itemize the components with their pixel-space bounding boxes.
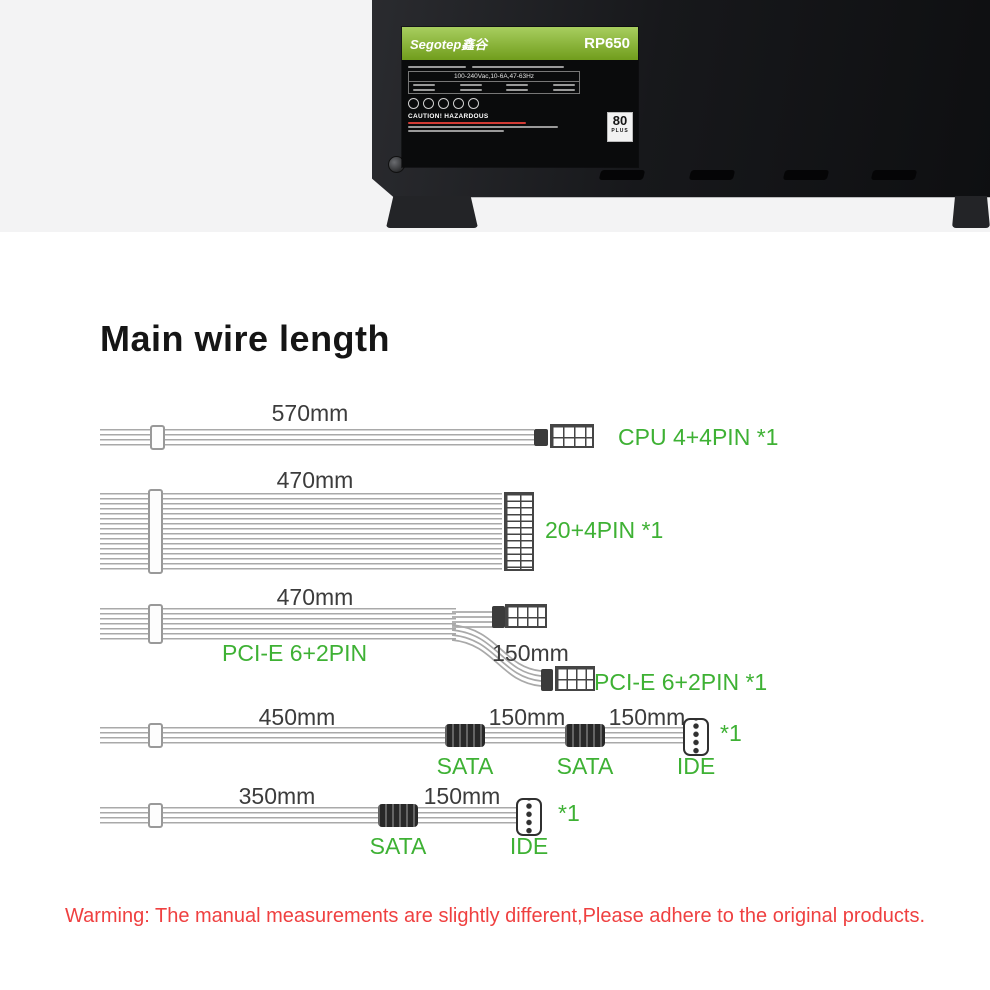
text-bar — [413, 89, 435, 91]
cpu-4plus4-connector — [550, 424, 594, 448]
psu-model: RP650 — [584, 35, 630, 52]
psu-label-body: 100-240Vac,10-6A,47-63Hz — [402, 60, 638, 167]
text-bar — [472, 66, 564, 68]
psu-vent — [782, 170, 830, 180]
text-bar — [506, 84, 529, 86]
cert-icon — [423, 98, 434, 109]
atx-cable — [100, 493, 502, 570]
cpu-cable-label: CPU 4+4PIN *1 — [618, 424, 779, 450]
pcie-6plus2-connector — [505, 604, 547, 628]
sata-connector — [565, 724, 605, 747]
spec-row — [413, 84, 575, 86]
atx-cable-label: 20+4PIN *1 — [545, 517, 664, 543]
text-bar — [459, 84, 482, 86]
spec-table: 100-240Vac,10-6A,47-63Hz — [408, 71, 580, 94]
cert-icon — [468, 98, 479, 109]
text-bar — [552, 89, 575, 91]
pcie-branch-wires — [452, 611, 542, 687]
badge-number: 80 — [612, 113, 628, 128]
sata-chain1-cable — [485, 727, 565, 744]
cable-tie — [148, 803, 163, 828]
sata-chain1-cable — [605, 727, 683, 744]
cert-icon — [453, 98, 464, 109]
cable-tie — [148, 723, 163, 748]
pcie-branch-length: 150mm — [492, 640, 569, 666]
text-bar — [459, 89, 482, 91]
cable-tie — [148, 489, 163, 574]
cert-icon — [408, 98, 419, 109]
brand-logo: Segotep鑫谷 — [410, 37, 488, 52]
pcie-cable-label: PCI-E 6+2PIN — [222, 640, 368, 666]
atx-cable-length: 470mm — [276, 467, 354, 493]
psu-label-header: Segotep鑫谷 RP650 — [402, 27, 638, 60]
psu-foot — [952, 196, 990, 228]
ide-connector-label: IDE — [509, 833, 549, 859]
label-text-line — [408, 122, 632, 124]
sata-chain2-length2: 150mm — [423, 783, 501, 809]
pcie-cable-length: 470mm — [276, 584, 354, 610]
sata-connector-label: SATA — [556, 753, 614, 779]
label-text-line — [408, 126, 632, 128]
text-bar — [408, 130, 504, 132]
label-text-line — [408, 130, 632, 132]
cable-tie — [150, 425, 165, 450]
header-background: Segotep鑫谷 RP650 100-240Vac,10-6A,47-63Hz — [0, 0, 990, 232]
text-bar — [552, 84, 575, 86]
cable-sleeve — [492, 606, 505, 628]
sata-chain2-count: *1 — [558, 800, 580, 826]
badge-plus: PLUS — [611, 128, 629, 134]
cpu-cable — [100, 429, 534, 446]
spec-rows — [409, 82, 579, 93]
sata-connector-label: SATA — [369, 833, 427, 859]
sata-chain1-length2: 150mm — [488, 704, 566, 730]
sata-connector-label: SATA — [436, 753, 494, 779]
sata-chain1-length1: 450mm — [258, 704, 336, 730]
cert-icon — [438, 98, 449, 109]
spec-input-rating: 100-240Vac,10-6A,47-63Hz — [409, 72, 579, 82]
psu-foot — [386, 196, 478, 228]
ide-connector-label: IDE — [676, 753, 716, 779]
molex-ide-connector — [516, 798, 542, 836]
sata-connector — [378, 804, 418, 827]
pcie-branch-label: PCI-E 6+2PIN *1 — [594, 669, 768, 695]
sata-connector — [445, 724, 485, 747]
psu-photo: Segotep鑫谷 RP650 100-240Vac,10-6A,47-63Hz — [372, 0, 990, 232]
80plus-badge: 80 PLUS — [607, 112, 633, 142]
text-bar-red — [408, 122, 526, 124]
cable-tie — [148, 604, 163, 644]
psu-vent — [598, 170, 646, 180]
psu-label: Segotep鑫谷 RP650 100-240Vac,10-6A,47-63Hz — [402, 27, 638, 167]
spec-row — [413, 89, 575, 91]
sata-chain1-count: *1 — [720, 720, 742, 746]
psu-body: Segotep鑫谷 RP650 100-240Vac,10-6A,47-63Hz — [372, 0, 990, 198]
cpu-cable-length: 570mm — [271, 400, 349, 426]
text-bar — [408, 126, 558, 128]
atx-20plus4-connector — [504, 492, 534, 571]
psu-vent — [688, 170, 736, 180]
pcie-6plus2-connector — [555, 666, 595, 691]
label-text-line — [408, 66, 632, 68]
cable-sleeve — [534, 429, 548, 446]
sata-chain2-cable — [100, 807, 378, 824]
certification-icons — [408, 98, 632, 109]
sata-chain1-length3: 150mm — [608, 704, 686, 730]
sata-chain2-length1: 350mm — [238, 783, 316, 809]
molex-ide-connector — [683, 718, 709, 756]
sata-chain1-cable — [100, 727, 445, 744]
warning-text: Warming: The manual measurements are sli… — [64, 905, 926, 927]
sata-chain2-cable — [418, 807, 516, 824]
text-bar — [506, 89, 529, 91]
page-title: Main wire length — [100, 318, 391, 359]
cable-sleeve — [541, 669, 553, 691]
text-bar — [408, 66, 466, 68]
psu-vent — [870, 170, 918, 180]
text-bar — [413, 84, 435, 86]
caution-title: CAUTION! HAZARDOUS — [408, 113, 489, 120]
